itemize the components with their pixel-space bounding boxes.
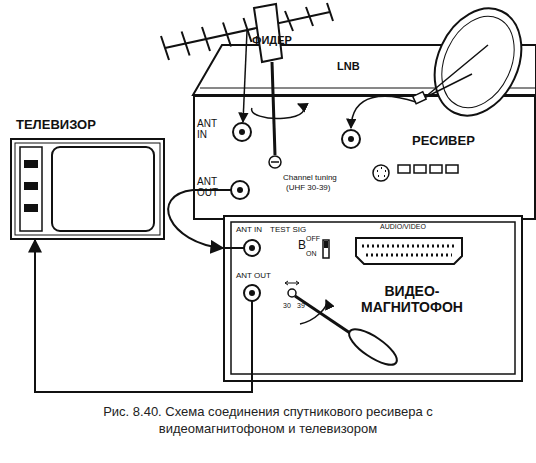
device-name: ТЕЛЕВИЗОР (16, 118, 96, 133)
screwdriver-handle (344, 323, 402, 371)
screwdriver-handle (254, 4, 282, 62)
screwdriver-shaft (272, 62, 275, 155)
switch-slider (324, 241, 328, 248)
control-label: (UHF 30-39) (286, 184, 330, 193)
figure-caption: Рис. 8.40. Схема соединения спутникового… (92, 403, 444, 437)
coax-cable (168, 190, 223, 248)
scart-pins (366, 254, 452, 257)
vcr-panel (231, 222, 515, 374)
cable-stub (251, 301, 253, 382)
din-socket (373, 165, 389, 181)
rotation-arrow (252, 104, 304, 119)
ant-in-socket (233, 123, 251, 141)
button (446, 165, 458, 173)
socket-pin (239, 129, 245, 135)
channel-number: 39 (297, 302, 305, 310)
tv-frame (15, 143, 160, 235)
din-pins (377, 168, 386, 176)
vcr-ant-in-socket (244, 240, 260, 256)
lnb-cable (351, 96, 416, 128)
socket-pin (237, 187, 243, 193)
button (398, 165, 410, 173)
scart-connector (356, 238, 462, 264)
switch-label: OFF (306, 235, 320, 243)
tv-button (24, 182, 38, 190)
lnb-socket (342, 130, 360, 148)
device-name: РЕСИВЕР (412, 134, 475, 149)
port-label: ANT OUT (236, 272, 271, 281)
button (430, 165, 442, 173)
control-label: Channel tuning (283, 174, 337, 183)
socket-pin (348, 136, 354, 142)
cable-stub (223, 247, 244, 249)
lnb-arm (424, 45, 488, 98)
receiver-box: РЕСИВЕР (193, 95, 536, 220)
socket-pin (249, 245, 255, 251)
ant-out-socket (231, 181, 249, 199)
port-label: ANT IN (236, 226, 262, 235)
connector-label: AUDIO/VIDEO (380, 223, 426, 231)
switch-label: TEST SIG (270, 226, 306, 235)
cable-label: ФИДЕР (252, 34, 292, 46)
switch-label: ON (306, 250, 317, 258)
device-name: ВИДЕО- МАГНИТОФОН (352, 283, 472, 315)
cable-label: LNB (337, 60, 360, 72)
switch-label: B (298, 239, 306, 252)
port-label: ANT OUT (197, 176, 221, 198)
coax-cable (35, 240, 252, 392)
vcr-ant-out-socket (244, 285, 260, 301)
double-arrow-symbol (285, 281, 299, 285)
test-switch (323, 240, 329, 258)
channel-number: 30 (283, 302, 291, 310)
socket-pin (249, 290, 255, 296)
tv-screen (52, 147, 154, 231)
button (414, 165, 426, 173)
tuning-knob (269, 156, 281, 168)
dish-rim (428, 5, 528, 120)
tv-controls (20, 147, 42, 231)
screwdriver-shaft (295, 296, 350, 333)
scart-pins (362, 245, 456, 248)
tv-button (24, 204, 38, 212)
port-label: ANT IN (197, 118, 221, 140)
channel-trimmer (288, 289, 296, 297)
feeder-cable (243, 31, 247, 122)
tv-button (24, 160, 38, 168)
knob-slot (271, 161, 279, 163)
satellite-dish (418, 0, 536, 130)
